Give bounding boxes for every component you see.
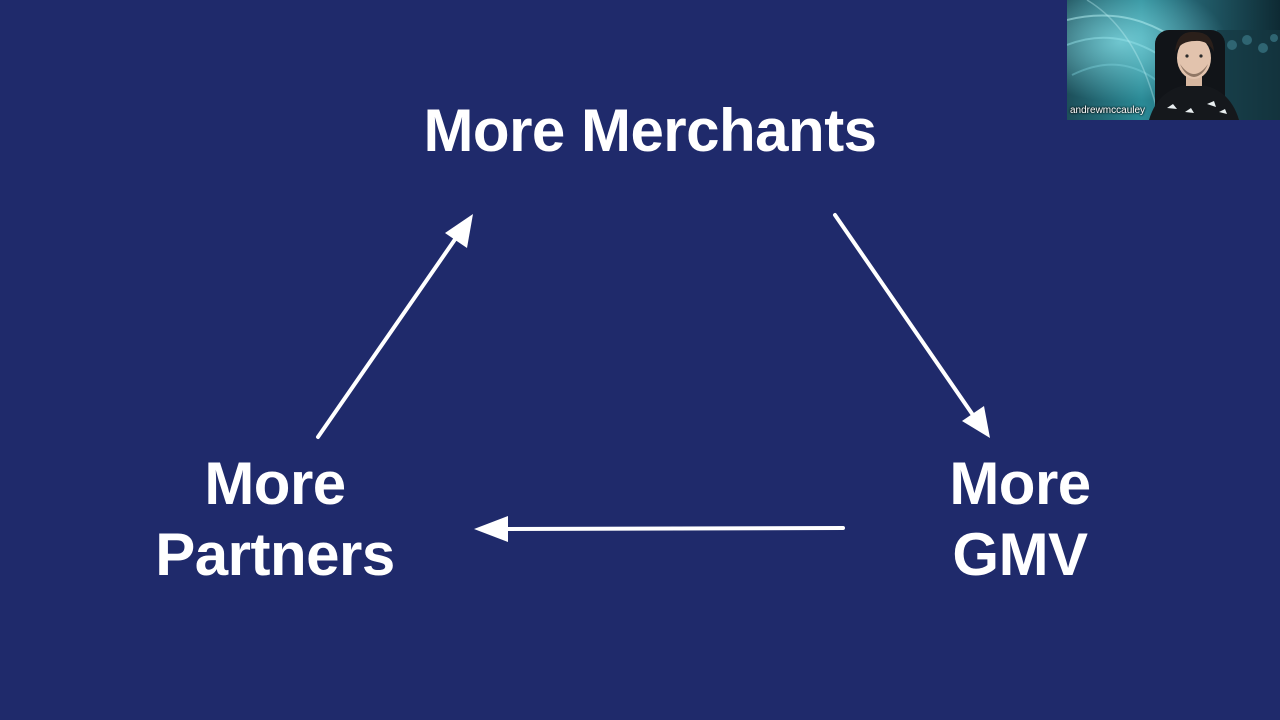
webcam-video-feed (1067, 0, 1280, 120)
node-more-gmv-line2: GMV (952, 520, 1088, 588)
node-more-gmv-line1: More (949, 450, 1091, 517)
arrow-merchants-to-gmv (833, 213, 990, 438)
node-more-merchants-text: More Merchants (423, 97, 877, 164)
node-more-partners-line2: Partners (155, 520, 395, 588)
node-more-partners-line1: More (204, 450, 346, 517)
node-more-merchants: More Merchants (330, 96, 970, 167)
arrow-gmv-to-partners (474, 516, 845, 542)
node-more-partners: More Partners (120, 449, 430, 591)
arrow-partners-to-merchants (316, 214, 473, 439)
webcam-participant-name: andrewmccauley (1070, 105, 1146, 116)
webcam-overlay: andrewmccauley (1067, 0, 1280, 120)
node-more-gmv: More GMV (900, 449, 1140, 591)
